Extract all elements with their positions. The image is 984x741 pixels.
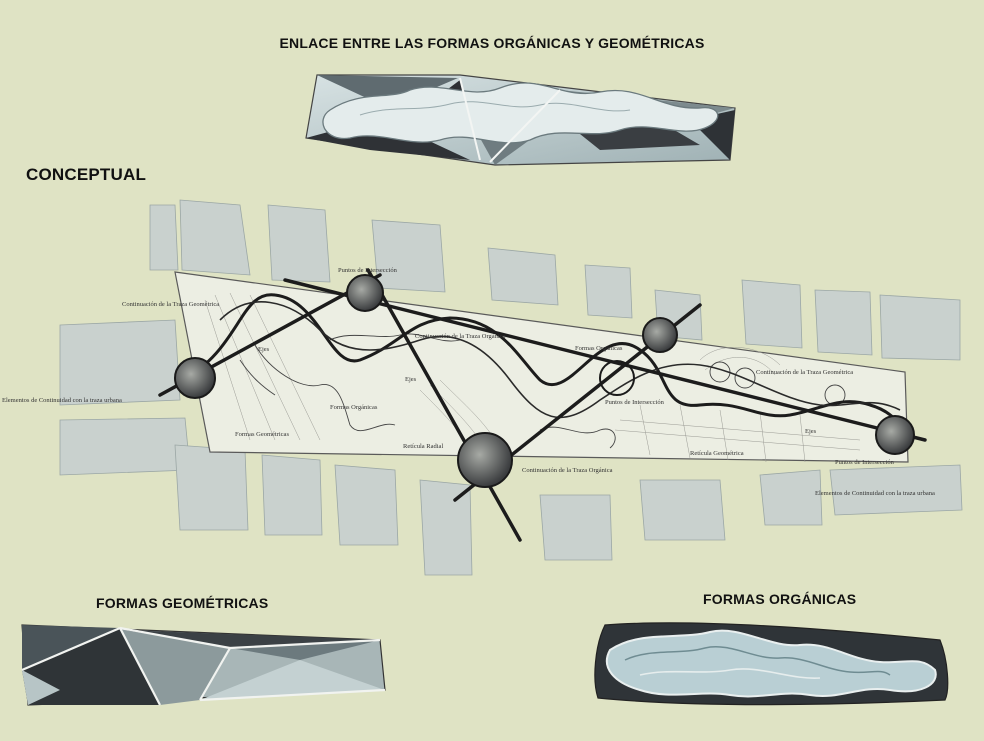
label-elementos-right: Elementos de Continuidad con la traza ur… bbox=[815, 490, 935, 497]
label-reticula-radial: Retícula Radial bbox=[403, 443, 443, 450]
label-puntos-interseccion-center: Puntos de Intersección bbox=[605, 399, 665, 406]
label-continuacion-geometrica-right: Continuación de la Traza Geométrica bbox=[756, 369, 853, 376]
intersection-node-right bbox=[875, 415, 915, 455]
label-continuacion-organica-top: Continuación de la Traza Orgánica bbox=[415, 333, 506, 340]
organic-geometric-link-panel bbox=[305, 74, 736, 166]
label-puntos-interseccion-top: Puntos de Intersección bbox=[338, 267, 398, 274]
organic-forms-panel bbox=[594, 622, 949, 706]
label-reticula-geometrica: Retícula Geométrica bbox=[690, 450, 744, 457]
intersection-nodes bbox=[174, 274, 915, 488]
label-ejes-right: Ejes bbox=[805, 428, 817, 435]
geometric-forms-heading: FORMAS GEOMÉTRICAS bbox=[96, 595, 269, 611]
label-puntos-interseccion-right: Puntos de Intersección bbox=[835, 459, 895, 466]
label-formas-organicas-right: Formas Orgánicas bbox=[575, 345, 623, 352]
label-formas-organicas-center: Formas Orgánicas bbox=[330, 404, 378, 411]
label-ejes-center: Ejes bbox=[405, 376, 417, 383]
organic-forms-heading: FORMAS ORGÁNICAS bbox=[703, 591, 857, 607]
label-continuacion-geometrica-left: Continuación de la Traza Geométrica bbox=[122, 301, 219, 308]
organic-axis-secondary bbox=[219, 301, 901, 419]
intersection-node-upper-right bbox=[642, 317, 678, 353]
top-heading: ENLACE ENTRE LAS FORMAS ORGÁNICAS Y GEOM… bbox=[279, 35, 705, 51]
intersection-node-center bbox=[457, 432, 513, 488]
conceptual-heading: CONCEPTUAL bbox=[26, 165, 147, 184]
plan-labels: Continuación de la Traza Geométrica Punt… bbox=[2, 267, 935, 497]
urban-blocks bbox=[59, 199, 963, 576]
label-formas-geometricas: Formas Geométricas bbox=[235, 431, 289, 438]
intersection-node-mid bbox=[599, 360, 635, 396]
label-continuacion-organica-bottom: Continuación de la Traza Orgánica bbox=[522, 467, 613, 474]
conceptual-site-plan: Continuación de la Traza Geométrica Punt… bbox=[2, 199, 963, 576]
label-elementos-left: Elementos de Continuidad con la traza ur… bbox=[2, 397, 122, 404]
intersection-node-left bbox=[174, 357, 216, 399]
label-ejes-left: Ejes bbox=[258, 346, 270, 353]
geometric-forms-panel bbox=[21, 624, 386, 706]
intersection-node-top bbox=[346, 274, 384, 312]
